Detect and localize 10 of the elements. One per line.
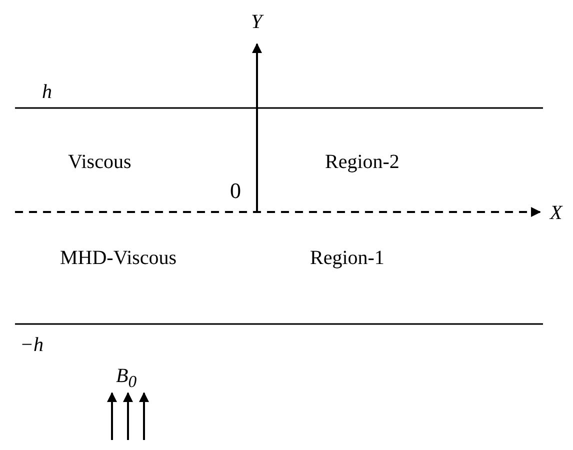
field-label: B$_{0}$	[116, 366, 137, 391]
axis-label: X	[550, 203, 562, 223]
region-label: Region-1	[310, 248, 384, 268]
boundary-label: h	[42, 82, 52, 102]
boundary-label: −h	[20, 335, 44, 355]
region-label: Viscous	[68, 152, 132, 172]
axis-label: Y	[251, 12, 262, 32]
region-label: Region-2	[325, 152, 400, 172]
origin-label: 0	[230, 180, 241, 202]
region-label: MHD-Viscous	[60, 248, 177, 268]
